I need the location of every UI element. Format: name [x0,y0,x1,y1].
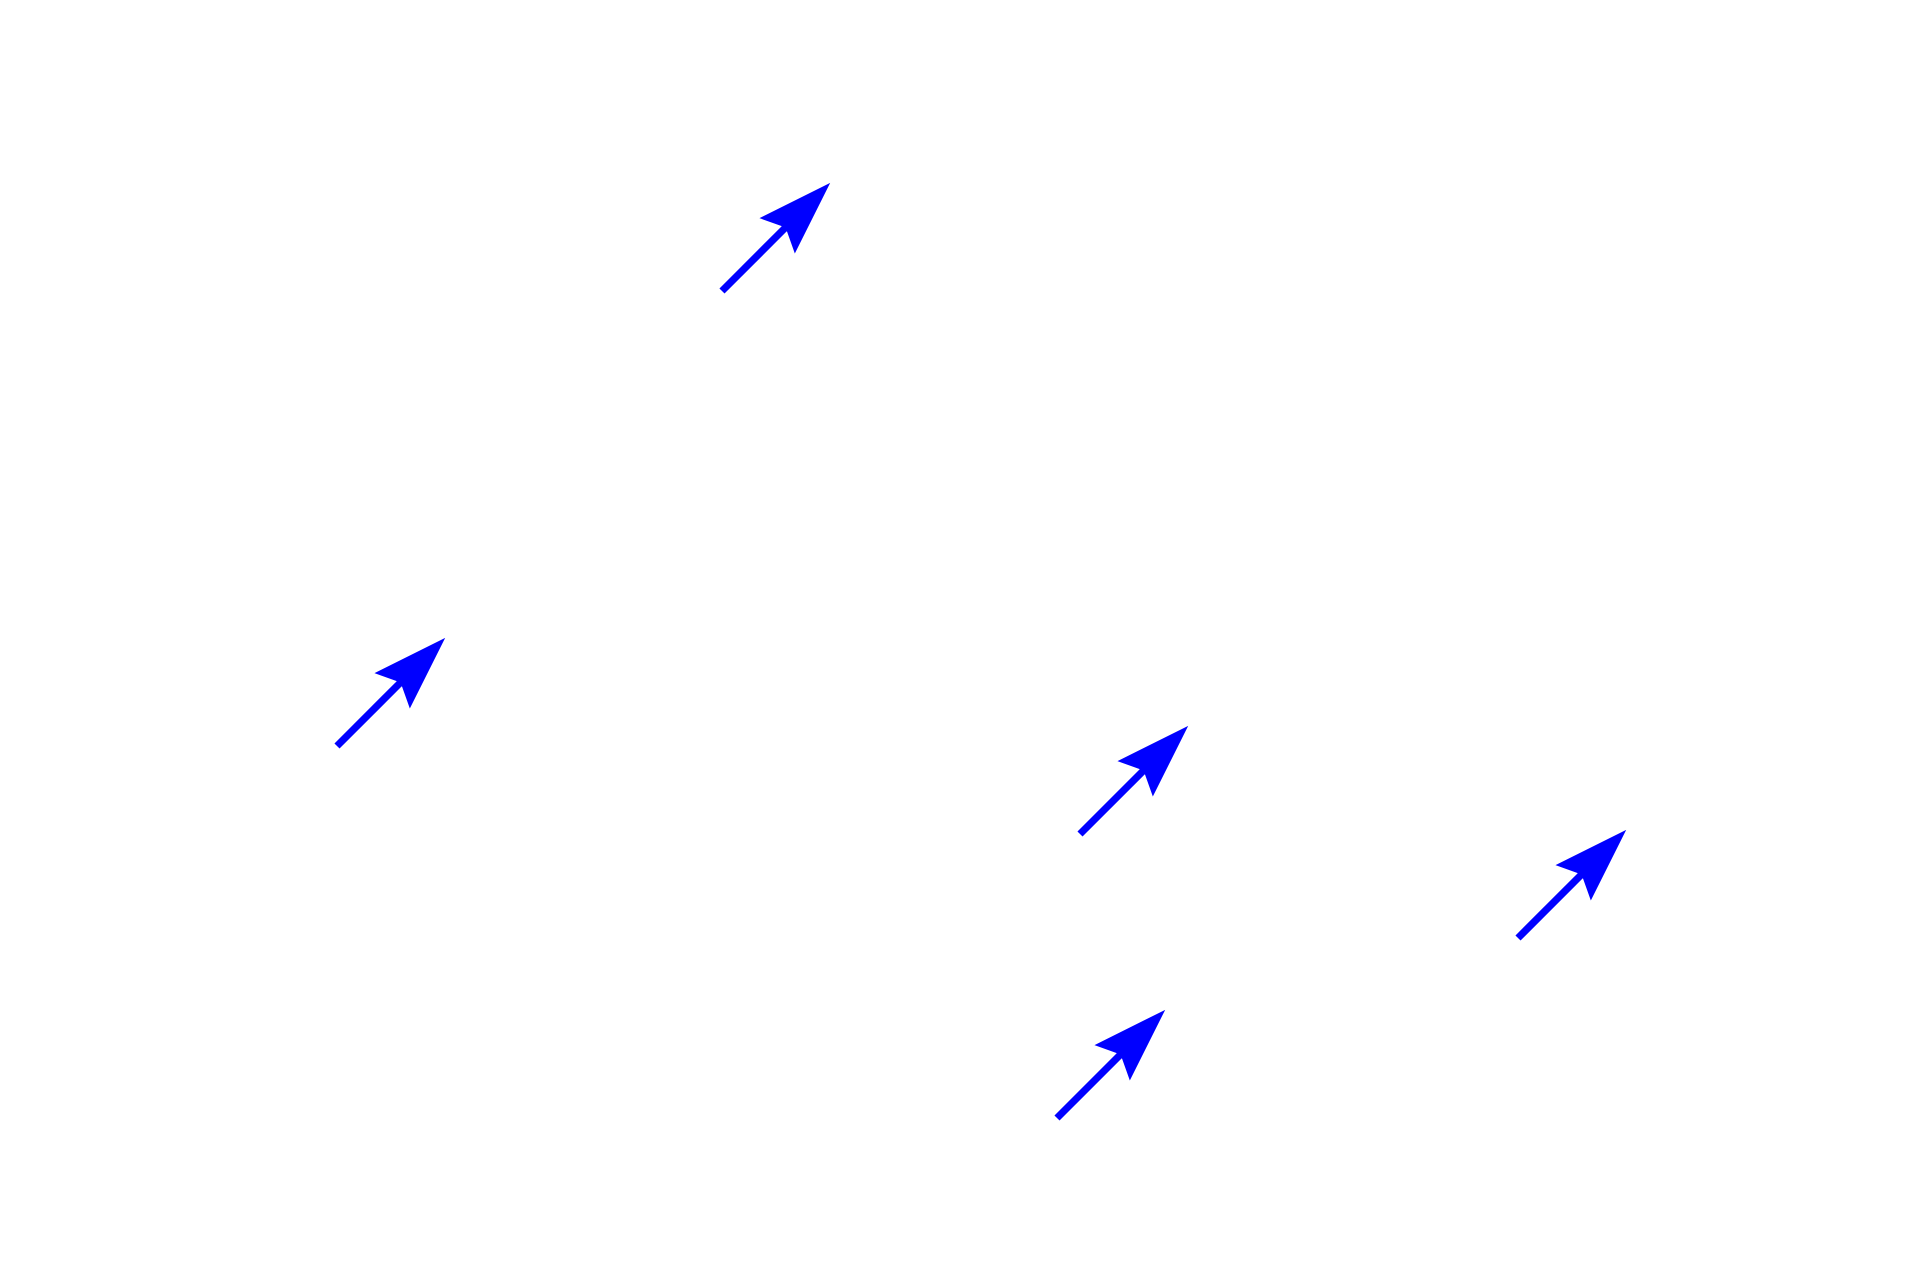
arrow-shaft [1077,767,1147,837]
arrow-shaft [334,679,404,749]
quiver-arrow [719,182,831,294]
quiver-arrow [1054,1009,1166,1121]
arrow-head [1117,725,1189,797]
arrow-shaft [1515,871,1585,941]
arrow-head [1094,1009,1166,1081]
arrow-shaft [719,224,789,294]
arrow-head [374,637,446,709]
arrow-shaft [1054,1051,1124,1121]
quiver-arrow [1515,829,1627,941]
arrow-head [1555,829,1627,901]
arrow-head [759,182,831,254]
quiver-arrow [1077,725,1189,837]
quiver-arrow [334,637,446,749]
